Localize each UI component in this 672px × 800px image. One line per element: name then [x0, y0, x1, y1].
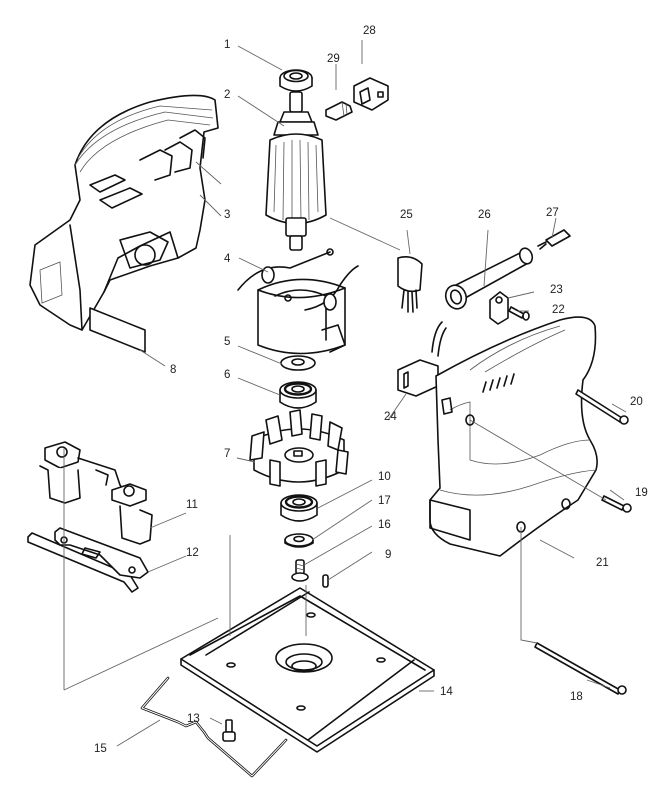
label-20: 20	[630, 396, 643, 408]
part-7-fan[interactable]	[249, 409, 349, 487]
part-11-balance-bracket[interactable]	[39, 441, 153, 545]
label-1: 1	[224, 39, 230, 51]
part-28-brush-cap[interactable]	[353, 77, 389, 111]
part-15-paper-clamp-wire[interactable]	[140, 676, 288, 778]
part-10-ball-bearing[interactable]	[280, 494, 318, 522]
part-16-screw[interactable]	[291, 559, 309, 582]
part-8-name-plate[interactable]	[89, 307, 146, 353]
part-27-carbon-brush[interactable]	[537, 229, 571, 250]
part-29-carbon-brush[interactable]	[325, 101, 353, 121]
part-20-screw[interactable]	[575, 389, 629, 425]
label-13: 13	[187, 713, 200, 725]
part-23-strain-relief[interactable]	[489, 291, 509, 325]
part-25-noise-suppressor[interactable]	[397, 256, 423, 313]
part-19-screw[interactable]	[601, 495, 632, 513]
part-21-motor-housing-right[interactable]	[429, 316, 598, 557]
label-4: 4	[224, 253, 231, 265]
label-24: 24	[384, 411, 397, 423]
part-17-washer[interactable]	[284, 533, 314, 548]
label-3: 3	[224, 209, 230, 221]
label-26: 26	[478, 209, 491, 221]
label-25: 25	[400, 209, 413, 221]
label-27: 27	[546, 207, 559, 219]
label-2: 2	[224, 89, 230, 101]
label-11: 11	[186, 499, 198, 511]
part-1-ball-bearing[interactable]	[279, 69, 313, 92]
part-12-clamp-plate[interactable]	[27, 527, 149, 593]
label-21: 21	[596, 557, 609, 569]
part-13-screw[interactable]	[222, 719, 236, 742]
part-4-field-stator[interactable]	[237, 248, 359, 355]
label-14: 14	[440, 686, 453, 698]
part-3-motor-housing-left[interactable]	[29, 94, 219, 331]
part-labels: 1 2 3 4 5 6 7 8 9 10 11 12 13 14 15 16 1…	[94, 25, 648, 755]
part-18-long-screw[interactable]	[534, 642, 627, 695]
label-17: 17	[378, 495, 391, 507]
part-2-armature[interactable]	[265, 91, 327, 251]
label-6: 6	[224, 369, 230, 381]
label-19: 19	[635, 487, 648, 499]
label-5: 5	[224, 336, 230, 348]
part-22-screw-small[interactable]	[508, 306, 530, 321]
part-5-washer[interactable]	[280, 355, 316, 371]
part-6-ball-bearing[interactable]	[279, 381, 317, 409]
label-22: 22	[552, 304, 565, 316]
label-28: 28	[363, 25, 376, 37]
part-24-switch[interactable]	[397, 321, 447, 397]
label-29: 29	[327, 53, 340, 65]
label-12: 12	[186, 547, 199, 559]
part-14-pad-base[interactable]	[180, 587, 435, 753]
label-8: 8	[170, 364, 176, 376]
label-23: 23	[550, 284, 563, 296]
label-15: 15	[94, 743, 107, 755]
leader-lines	[63, 40, 627, 747]
part-26-cord-guard[interactable]	[442, 246, 534, 311]
label-7: 7	[224, 448, 230, 460]
label-16: 16	[378, 519, 391, 531]
label-9: 9	[385, 549, 391, 561]
label-10: 10	[378, 471, 391, 483]
label-18: 18	[570, 691, 583, 703]
part-9-pin[interactable]	[322, 574, 329, 588]
